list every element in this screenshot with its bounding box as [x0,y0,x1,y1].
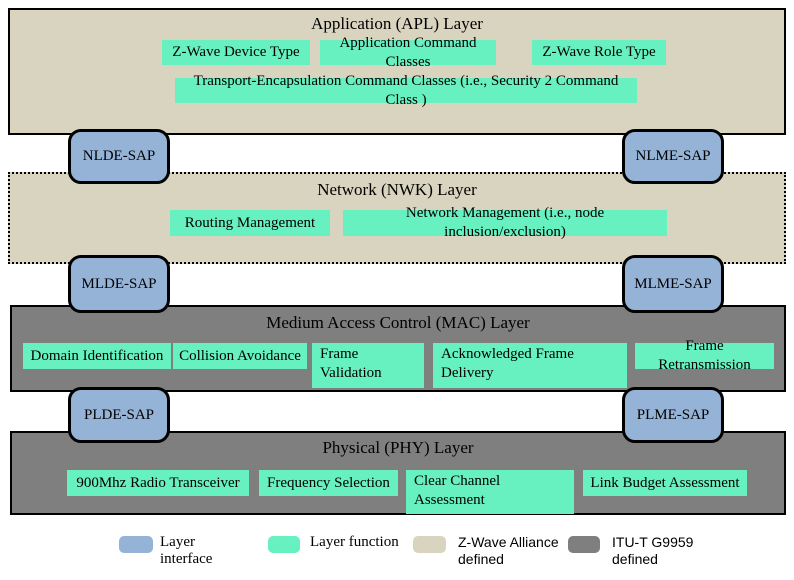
function-application-command-classes: Application Command Classes [320,35,496,70]
mlme-sap-interface: MLME-SAP [622,255,724,313]
function-network-management: Network Management (i.e., node inclusion… [343,205,667,240]
function-domain-identification: Domain Identification [23,343,171,369]
legend-label-layer-interface: Layer interface [160,534,213,567]
function-900mhz-radio-transceiver: 900Mhz Radio Transceiver [67,470,249,496]
function-clear-channel-assessment: Clear Channel Assessment [406,470,574,514]
function-frequency-selection: Frequency Selection [259,470,398,496]
function-link-budget-assessment: Link Budget Assessment [583,470,747,496]
function-collision-avoidance: Collision Avoidance [173,343,307,369]
legend-label-itu-g9959: ITU-T G9959 defined [612,534,694,567]
legend-swatch-itu-g9959 [568,536,600,553]
network-layer: Network (NWK) Layer Routing Management N… [8,172,786,264]
phy-layer: Physical (PHY) Layer 900Mhz Radio Transc… [10,431,786,515]
mac-layer: Medium Access Control (MAC) Layer Domain… [10,305,786,392]
function-frame-validation: Frame Validation [312,343,424,388]
phy-layer-title: Physical (PHY) Layer [322,438,474,457]
plme-sap-interface: PLME-SAP [622,387,724,443]
function-routing-management: Routing Management [170,210,330,236]
mlde-sap-interface: MLDE-SAP [68,255,170,313]
mac-layer-title: Medium Access Control (MAC) Layer [266,313,530,332]
function-zwave-device-type: Z-Wave Device Type [162,40,310,65]
application-layer-title: Application (APL) Layer [311,14,483,33]
legend-swatch-layer-interface [119,536,153,553]
function-transport-encapsulation-command-classes: Transport-Encapsulation Command Classes … [175,73,637,108]
legend-swatch-layer-function [268,536,300,553]
network-layer-title: Network (NWK) Layer [317,180,477,199]
legend-label-layer-function: Layer function [310,534,399,550]
function-frame-retransmission: Frame Retransmission [635,338,774,373]
application-layer: Application (APL) Layer Z-Wave Device Ty… [8,8,786,135]
function-acknowledged-frame-delivery: Acknowledged Frame Delivery [433,343,627,388]
legend-label-zwave-alliance: Z-Wave Alliance defined [458,534,559,567]
nlme-sap-interface: NLME-SAP [622,129,724,184]
nlde-sap-interface: NLDE-SAP [68,129,170,184]
legend-swatch-zwave-alliance [413,536,446,553]
plde-sap-interface: PLDE-SAP [68,387,170,443]
function-zwave-role-type: Z-Wave Role Type [532,40,666,65]
